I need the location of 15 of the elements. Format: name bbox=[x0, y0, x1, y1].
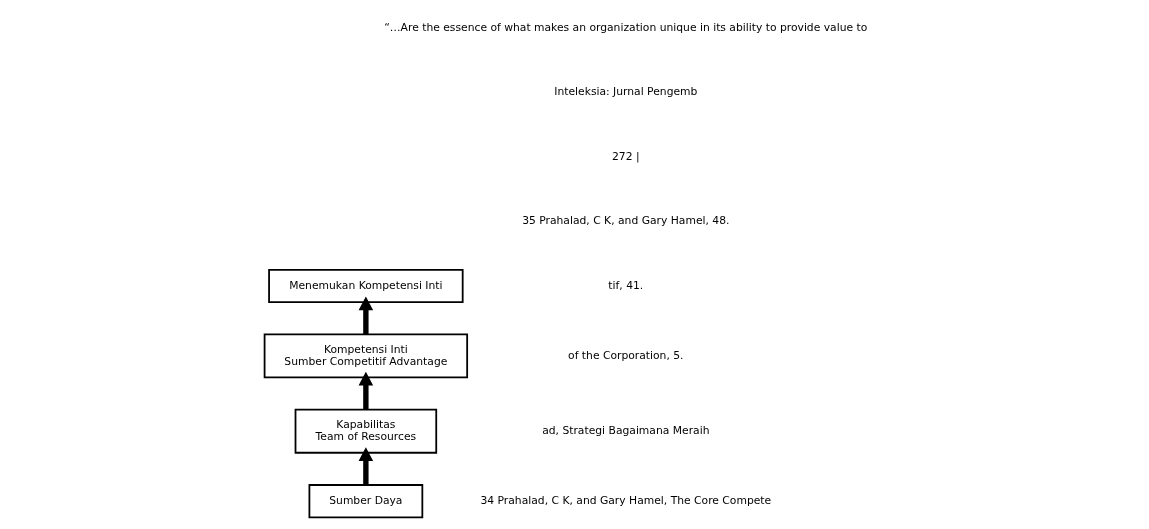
label: 272 | bbox=[612, 149, 640, 163]
arrow bbox=[358, 296, 374, 335]
label: 34 Prahalad, C K, and Gary Hamel, The Core Compete bbox=[480, 493, 772, 507]
label: of the Corporation, 5. bbox=[568, 348, 684, 362]
label: tif, 41. bbox=[608, 278, 644, 292]
node-box: Sumber Daya bbox=[308, 484, 424, 519]
label: ad, Strategi Bagaimana Meraih bbox=[542, 424, 710, 437]
label: Inteleksia: Jurnal Pengemb bbox=[554, 85, 698, 99]
label: “…Are the essence of what makes an organization unique in its ability to provide value to bbox=[384, 20, 868, 34]
node-box: Kapabilitas Team of Resources bbox=[294, 408, 438, 454]
arrow bbox=[358, 447, 374, 485]
node-box: Menemukan Kompetensi Inti bbox=[268, 269, 464, 304]
node-box: Kompetensi Inti Sumber Competitif Advantage bbox=[263, 333, 469, 379]
label: 35 Prahalad, C K, and Gary Hamel, 48. bbox=[522, 214, 730, 228]
arrow bbox=[358, 371, 374, 410]
